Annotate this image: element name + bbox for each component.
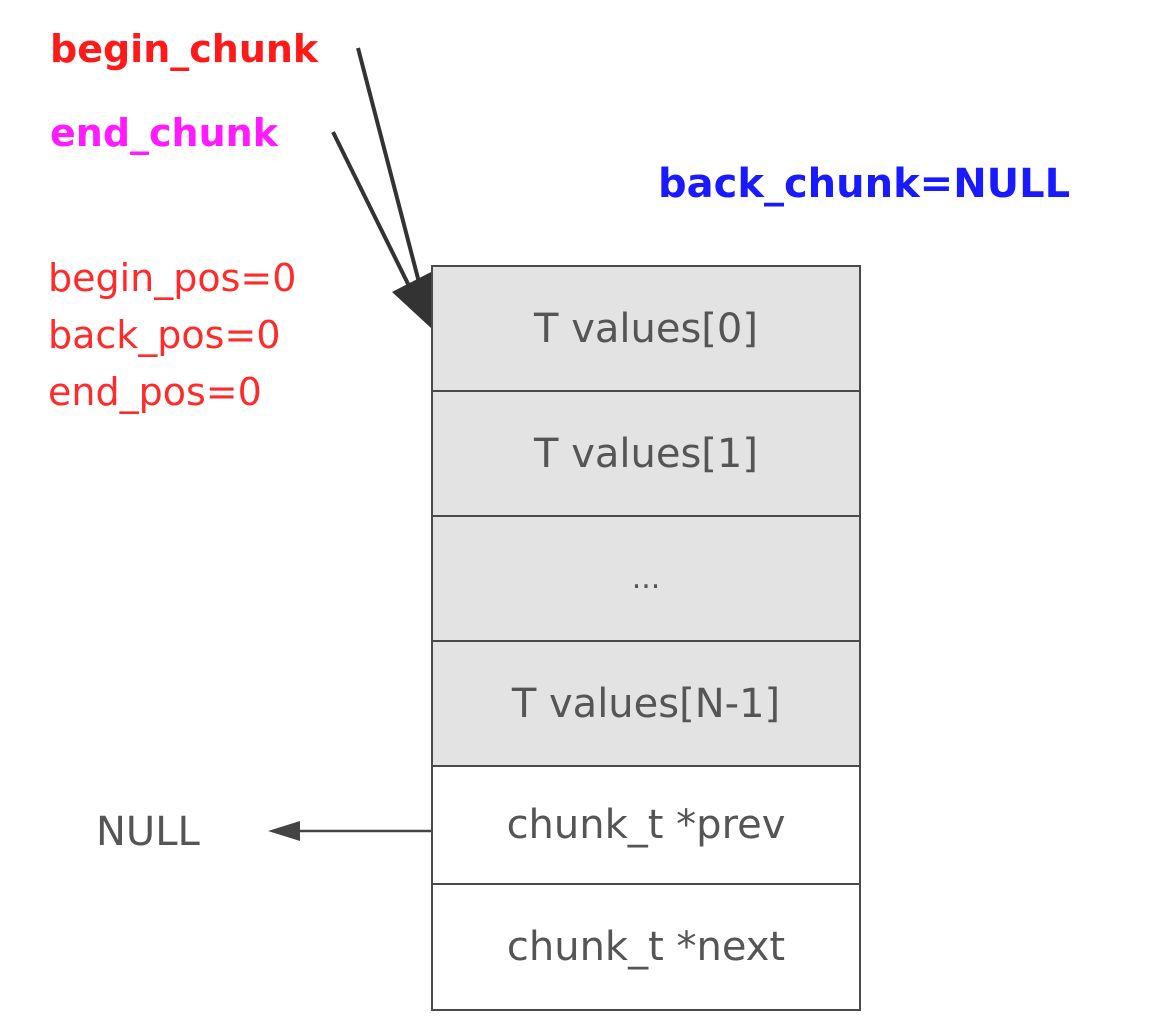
begin-chunk-label: begin_chunk [50,27,319,71]
chunk-pointer-arrowhead [392,272,431,328]
chunk-cell-value-last: T values[N-1] [433,642,859,767]
chunk-cell-value-1: T values[1] [433,392,859,517]
chunk-block: T values[0] T values[1] ... T values[N-1… [431,265,861,1011]
chunk-cell-prev: chunk_t *prev [433,767,859,885]
begin-pos-label: begin_pos=0 [48,256,297,300]
end-chunk-arrow [331,131,416,297]
prev-null-arrowhead [268,821,300,841]
prev-null-label: NULL [96,809,200,855]
position-list: begin_pos=0 back_pos=0 end_pos=0 [48,250,296,421]
end-pos-label: end_pos=0 [48,370,262,414]
chunk-cell-ellipsis: ... [433,517,859,642]
chunk-cell-value-0: T values[0] [433,267,859,392]
begin-chunk-arrow [356,47,423,291]
back-chunk-label: back_chunk=NULL [658,161,1071,207]
end-chunk-label: end_chunk [50,111,278,155]
chunk-cell-next: chunk_t *next [433,885,859,1009]
back-pos-label: back_pos=0 [48,313,281,357]
